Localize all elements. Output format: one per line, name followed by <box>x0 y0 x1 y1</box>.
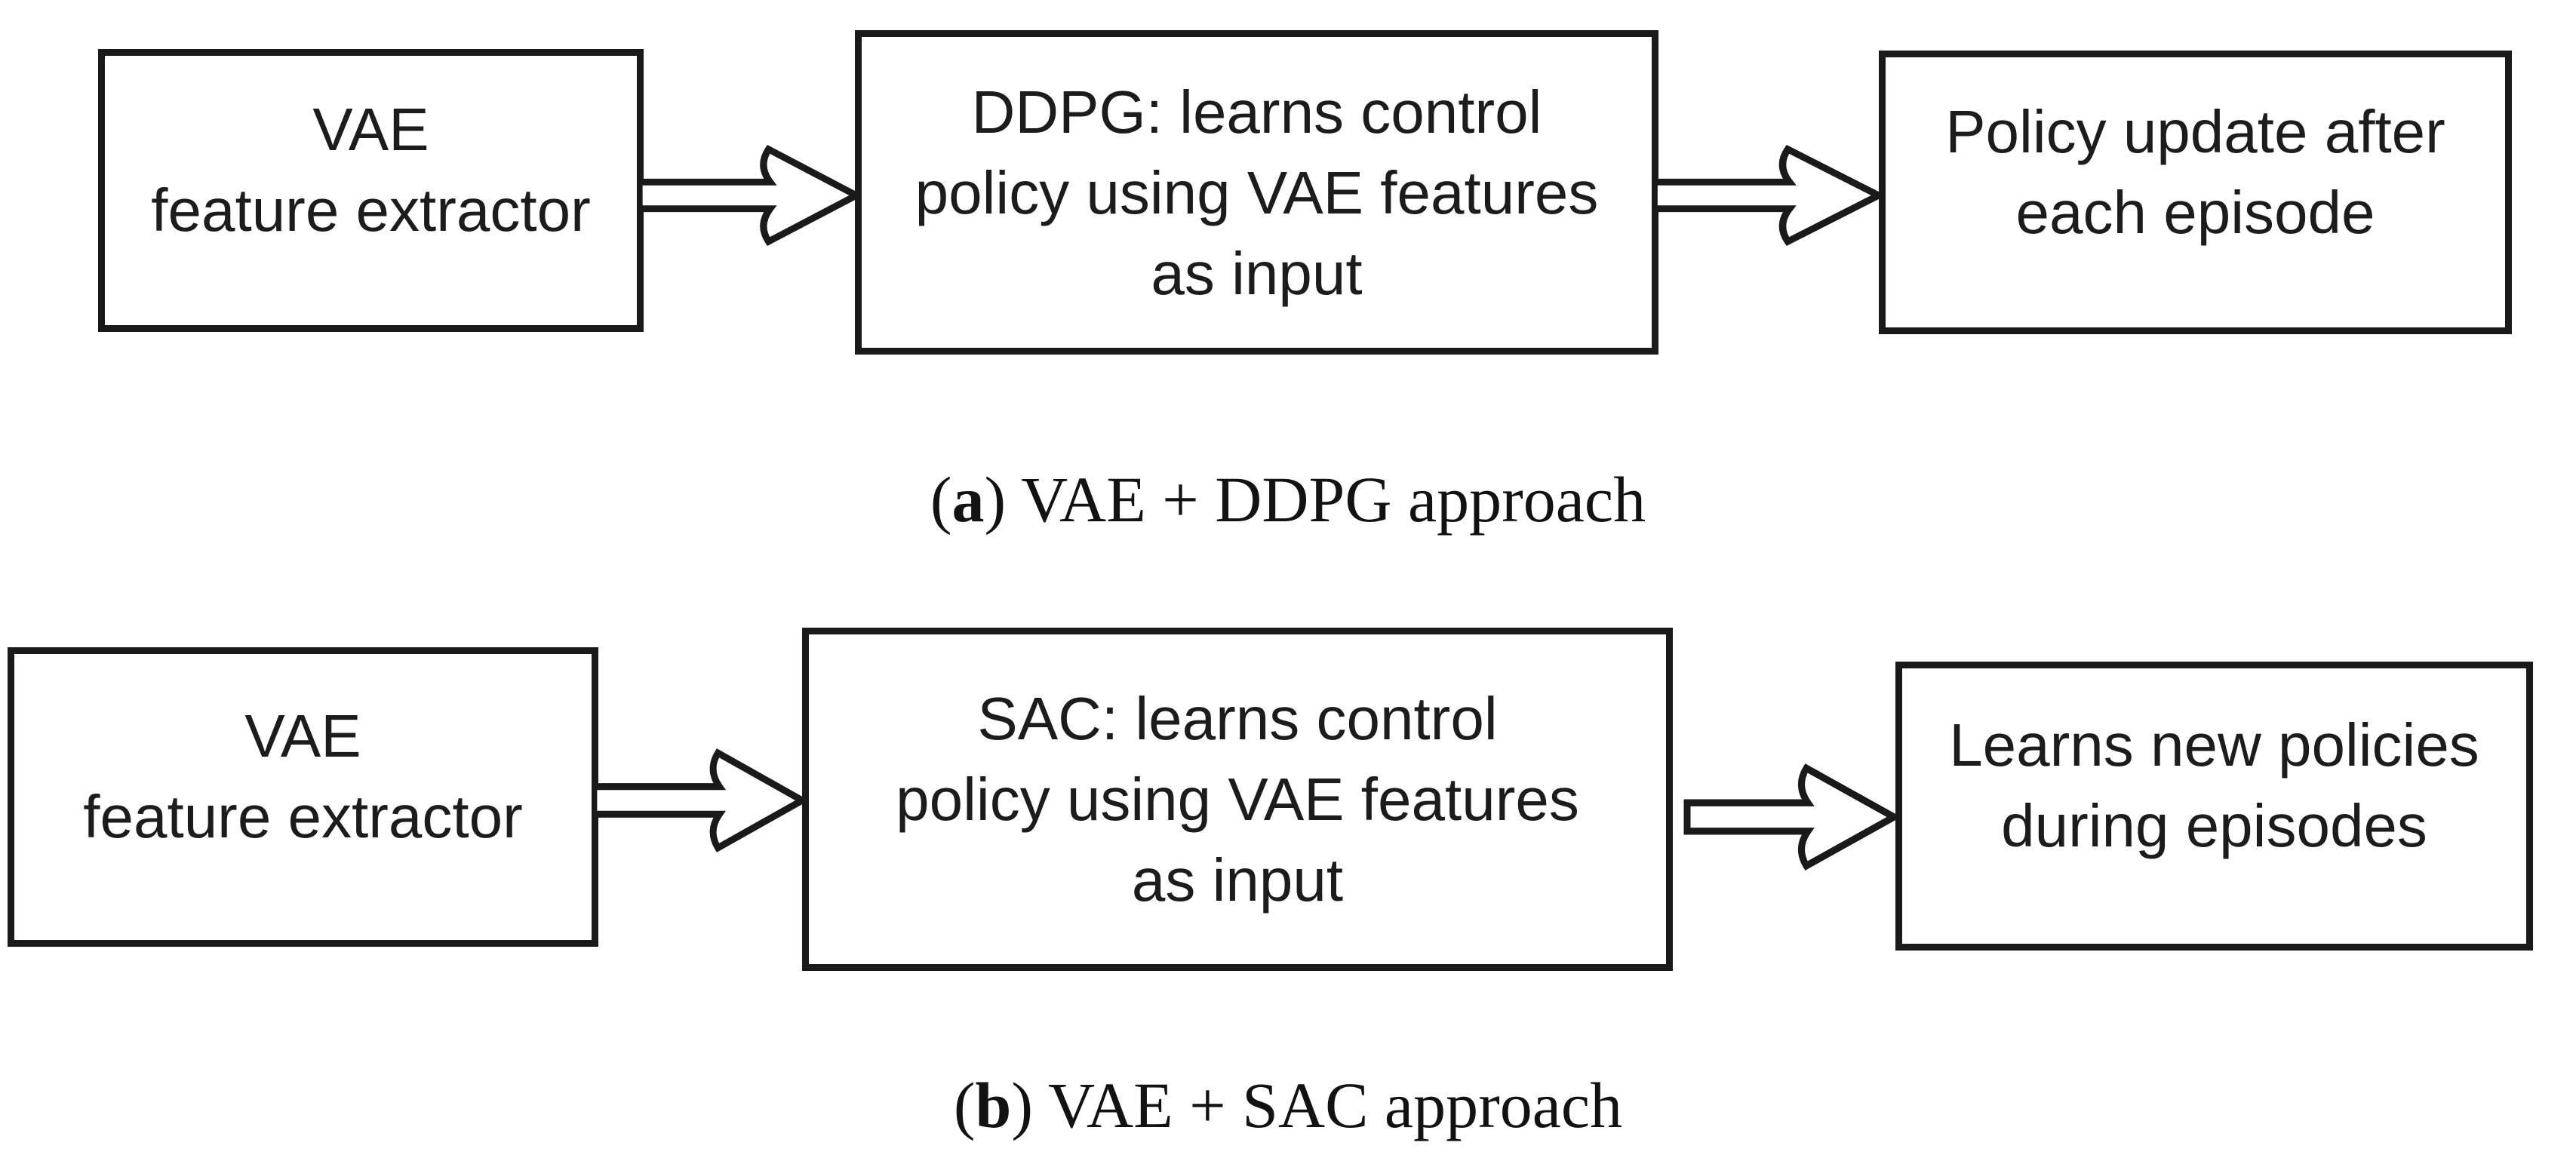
caption-paren-open: ( <box>953 1069 976 1141</box>
node-label-line: policy using VAE features <box>896 766 1579 833</box>
node-label-line: VAE <box>244 702 361 769</box>
node-label-line: SAC: learns control <box>977 685 1498 752</box>
node-learns-new-policies: Learns new policies during episodes <box>1895 662 2533 951</box>
caption-paren-open: ( <box>930 463 952 536</box>
node-label-line: each episode <box>2015 178 2375 246</box>
node-policy-update: Policy update after each episode <box>1879 51 2512 334</box>
node-label-line: during episodes <box>2001 792 2427 859</box>
flow-arrow-icon <box>1652 143 1883 247</box>
node-vae-feature-extractor: VAE feature extractor <box>98 49 644 332</box>
node-sac-policy: SAC: learns control policy using VAE fea… <box>802 628 1673 971</box>
caption-letter: b <box>975 1069 1012 1141</box>
node-ddpg-policy: DDPG: learns control policy using VAE fe… <box>855 30 1658 355</box>
node-label-line: Policy update after <box>1945 97 2445 165</box>
flow-arrow-icon <box>638 143 861 247</box>
node-label-line: as input <box>1151 239 1363 307</box>
node-vae-feature-extractor: VAE feature extractor <box>8 647 598 947</box>
flow-arrow-icon <box>592 747 807 854</box>
node-label-line: DDPG: learns control <box>971 78 1542 146</box>
node-label-line: Learns new policies <box>1949 711 2479 779</box>
node-label-line: feature extractor <box>83 783 523 850</box>
caption-text: ) VAE + DDPG approach <box>984 463 1646 536</box>
panel-caption: (a) VAE + DDPG approach <box>0 462 2576 537</box>
node-label-line: VAE <box>312 96 429 163</box>
caption-letter: a <box>951 463 985 536</box>
node-label-line: feature extractor <box>151 177 591 244</box>
node-label-line: as input <box>1131 846 1344 914</box>
node-label-line: policy using VAE features <box>915 158 1599 226</box>
flow-arrow-icon <box>1681 762 1900 872</box>
caption-text: ) VAE + SAC approach <box>1011 1069 1623 1141</box>
panel-caption: (b) VAE + SAC approach <box>0 1067 2576 1143</box>
